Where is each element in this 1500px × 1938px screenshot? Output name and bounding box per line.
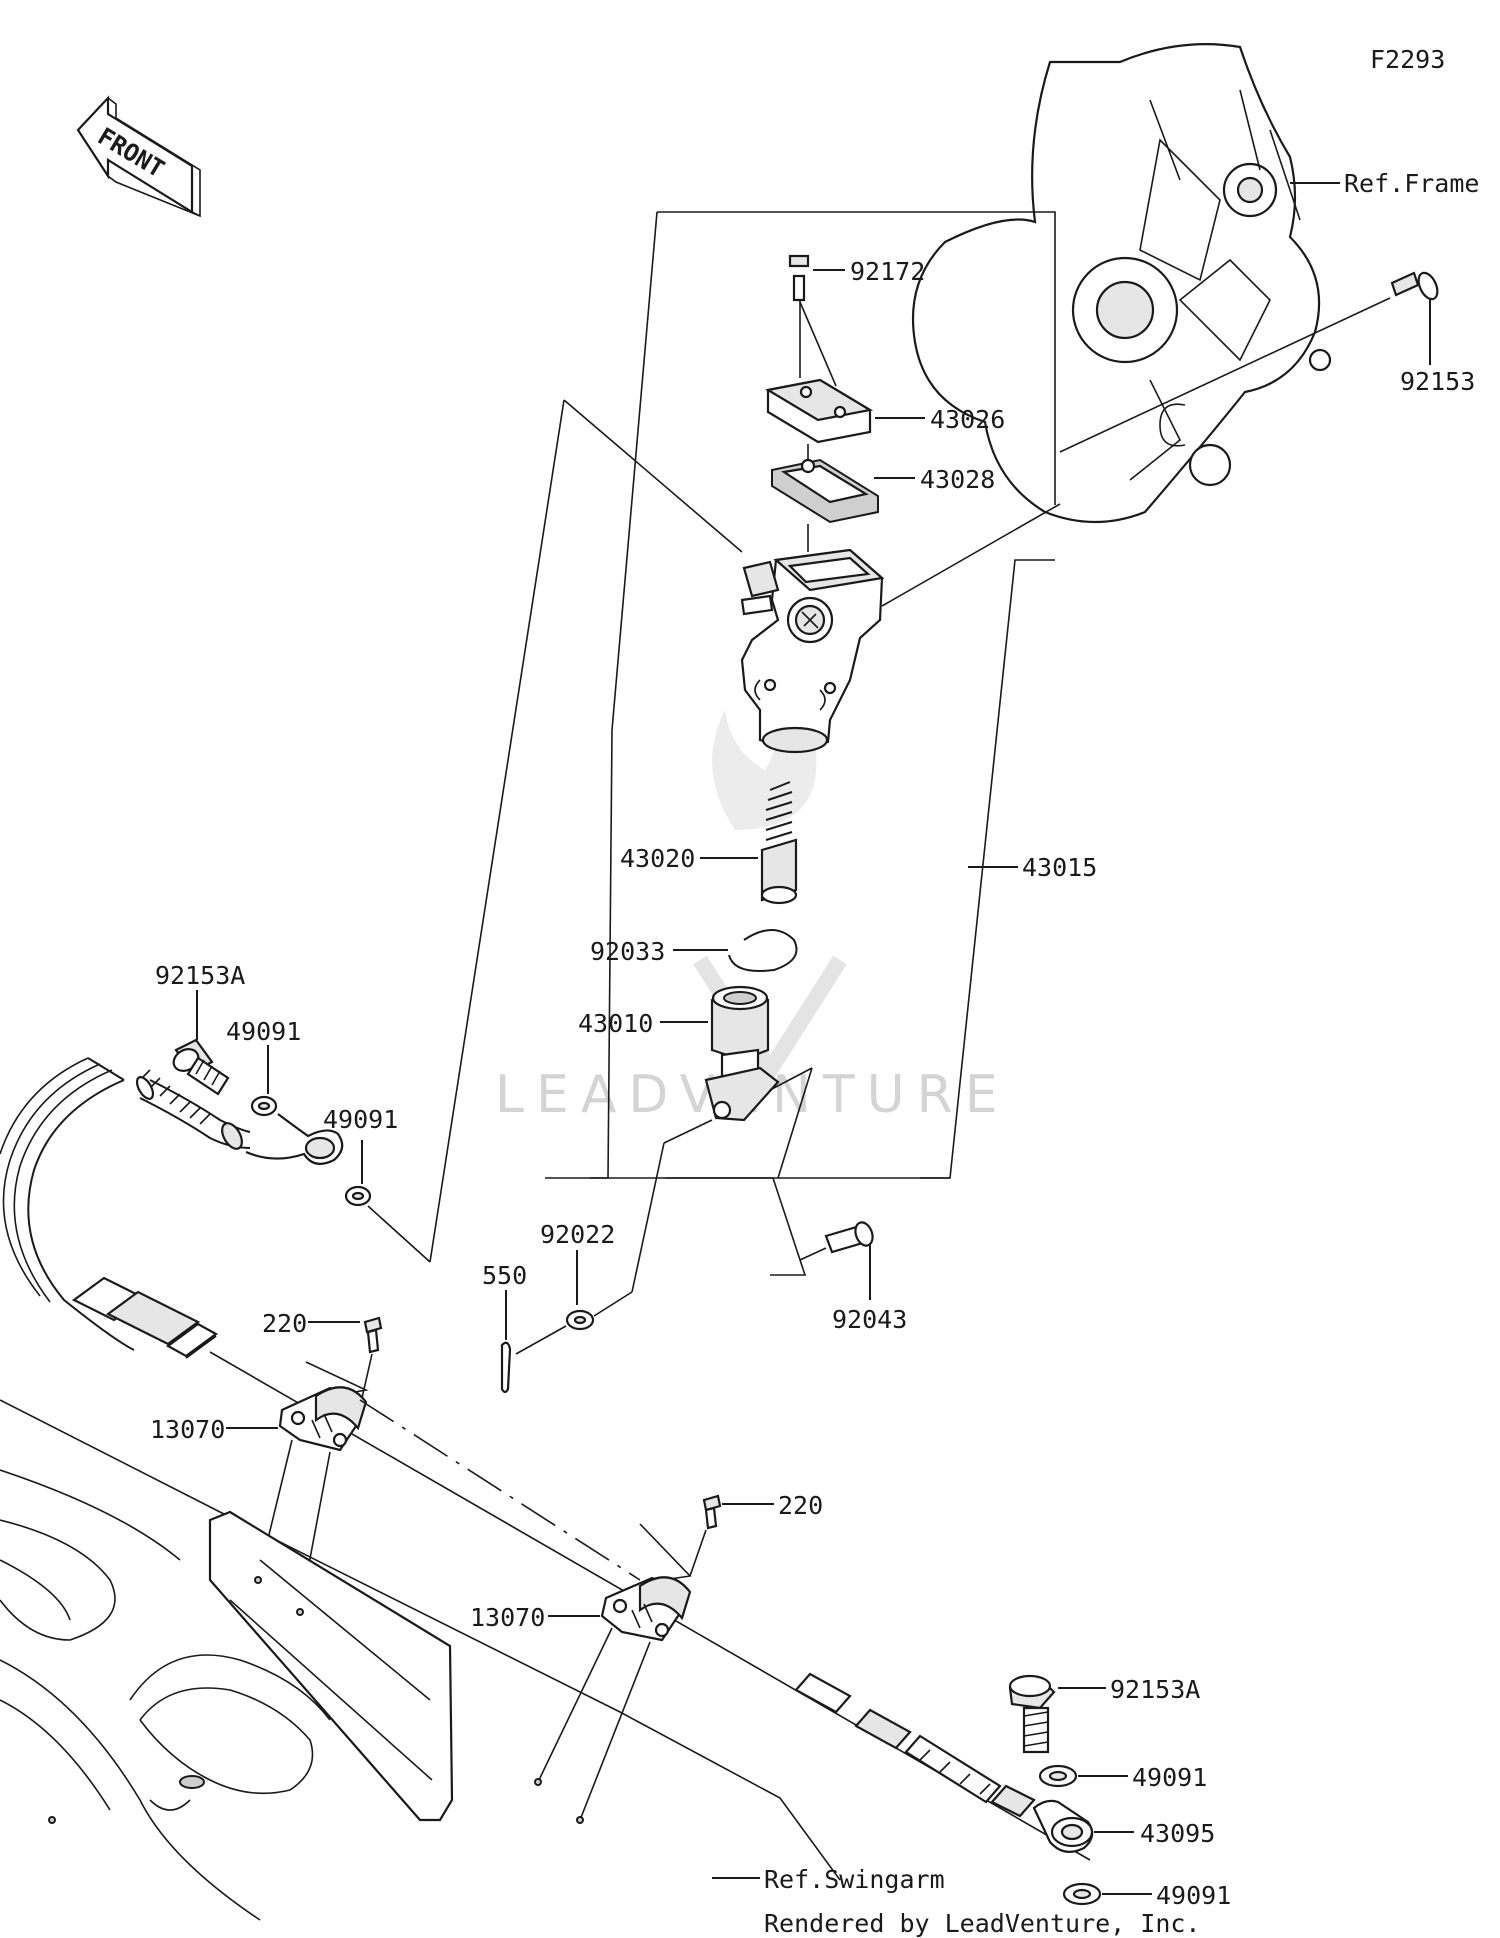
- callout-43095: 43095: [1140, 1819, 1215, 1848]
- callout-49091-top1: 49091: [226, 1017, 301, 1046]
- callout-49091-bot1: 49091: [1132, 1763, 1207, 1792]
- callout-220-top: 220: [262, 1309, 307, 1338]
- callout-92043: 92043: [832, 1305, 907, 1334]
- callout-92153A-bot: 92153A: [1110, 1675, 1200, 1704]
- cap-43026: 43026: [764, 301, 1005, 444]
- callout-43028: 43028: [920, 465, 995, 494]
- callout-43015: 43015: [1022, 853, 1097, 882]
- diagram-code: F2293: [1370, 45, 1445, 74]
- spring-43020: 43020: [620, 781, 798, 905]
- callout-43010: 43010: [578, 1009, 653, 1038]
- hose-routing-dashed: [359, 1399, 641, 1581]
- callout-550: 550: [482, 1261, 527, 1290]
- callout-92172: 92172: [850, 257, 925, 286]
- washer-92022: 92022: [515, 1220, 633, 1355]
- hose-top-end: 92153A 49091 49091: [135, 961, 431, 1263]
- swingarm-reference: Ref.Swingarm: [0, 1399, 945, 1921]
- callout-220-mid: 220: [778, 1491, 823, 1520]
- callout-92022: 92022: [540, 1220, 615, 1249]
- clamp-mid: 220 13070: [470, 1491, 823, 1821]
- ref-frame-label: Ref.Frame: [1344, 169, 1479, 198]
- diaphragm-43028: 43028: [771, 444, 995, 524]
- callout-49091-bot2: 49091: [1156, 1881, 1231, 1910]
- callout-43020: 43020: [620, 844, 695, 873]
- callout-13070-top: 13070: [150, 1415, 225, 1444]
- callout-92153: 92153: [1400, 367, 1475, 396]
- ref-swingarm-label: Ref.Swingarm: [764, 1865, 945, 1894]
- frame-reference: Ref.Frame: [911, 43, 1479, 524]
- credit-text: Rendered by LeadVenture, Inc.: [764, 1909, 1201, 1938]
- callout-43026: 43026: [930, 405, 1005, 434]
- hose-bottom-end: 43095 92153A 49091 49091: [794, 1672, 1231, 1910]
- callout-92153A-top: 92153A: [155, 961, 245, 990]
- pin-92043: 92043: [799, 1221, 907, 1334]
- callout-49091-top2: 49091: [323, 1105, 398, 1134]
- master-cylinder-body: [740, 503, 1061, 754]
- piston-43010: 43010: [578, 985, 813, 1293]
- circlip-92033: 92033: [590, 929, 798, 972]
- callout-13070-mid: 13070: [470, 1603, 545, 1632]
- assembly-guide-lines: [429, 399, 807, 1276]
- screw-92172: 92172: [788, 254, 925, 378]
- callout-92033: 92033: [590, 937, 665, 966]
- cotter-pin-550: 550: [482, 1261, 527, 1394]
- bolt-92153: 92153: [1059, 271, 1475, 453]
- front-arrow-icon: FRONT: [76, 95, 201, 218]
